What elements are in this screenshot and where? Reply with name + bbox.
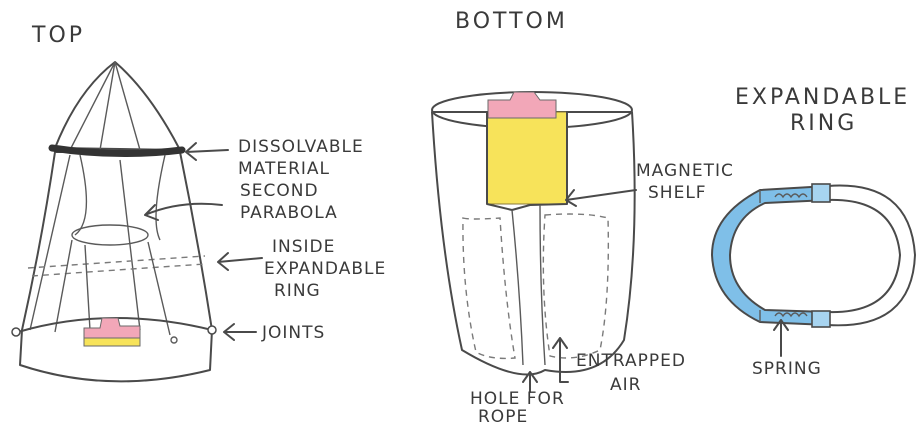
entrapped-air-arrow	[553, 338, 568, 382]
inside-ring-arrow	[218, 253, 262, 270]
spring-label: SPRING	[752, 359, 822, 379]
bottom-capsule-drawing	[432, 92, 635, 375]
ring-title-line-1: EXPANDABLE	[735, 85, 910, 110]
bottom-payload-pink	[488, 92, 556, 118]
ring-cap-bottom	[812, 311, 830, 327]
top-title: TOP	[31, 23, 85, 48]
magnetic-shelf-label-2: SHELF	[648, 183, 707, 203]
top-cone	[55, 62, 180, 150]
inside-ring-label-3: RING	[274, 281, 321, 301]
top-payload-yellow	[84, 338, 140, 346]
top-body	[20, 152, 212, 381]
hole-for-rope-label-1: HOLE FOR	[470, 389, 565, 409]
ring-title-line-2: RING	[790, 111, 857, 136]
dissolvable-label-1: DISSOLVABLE	[238, 137, 364, 157]
top-payload-pink	[84, 318, 140, 338]
joint-right	[208, 326, 216, 334]
inside-ring-label-2: EXPANDABLE	[264, 259, 386, 279]
second-parabola-label-1: SECOND	[240, 181, 319, 201]
joint-left	[12, 328, 20, 336]
joints-arrow	[224, 324, 256, 340]
dissolvable-arrow	[186, 143, 228, 160]
ring-blue-section	[712, 186, 828, 325]
second-parabola-ellipse	[72, 225, 148, 245]
entrapped-air-label-1: ENTRAPPED	[576, 351, 686, 371]
second-parabola-label-2: PARABOLA	[240, 203, 338, 223]
inside-ring-label-1: INSIDE	[272, 237, 335, 257]
magnetic-shelf-arrow	[566, 190, 636, 206]
expandable-ring-drawing	[712, 184, 915, 327]
ring-cap-top	[812, 184, 830, 202]
hole-for-rope-label-2: ROPE	[478, 407, 528, 425]
air-chamber-right	[543, 214, 608, 358]
dissolvable-label-2: MATERIAL	[238, 159, 330, 179]
air-chamber-left	[463, 218, 515, 358]
spring-arrow	[774, 320, 788, 356]
magnetic-shelf-label-1: MAGNETIC	[636, 161, 734, 181]
top-capsule-drawing	[12, 62, 216, 381]
bottom-title: BOTTOM	[455, 9, 568, 34]
bottom-yellow-fill	[487, 112, 567, 204]
entrapped-air-label-2: AIR	[610, 375, 641, 395]
joints-label: JOINTS	[261, 323, 325, 343]
